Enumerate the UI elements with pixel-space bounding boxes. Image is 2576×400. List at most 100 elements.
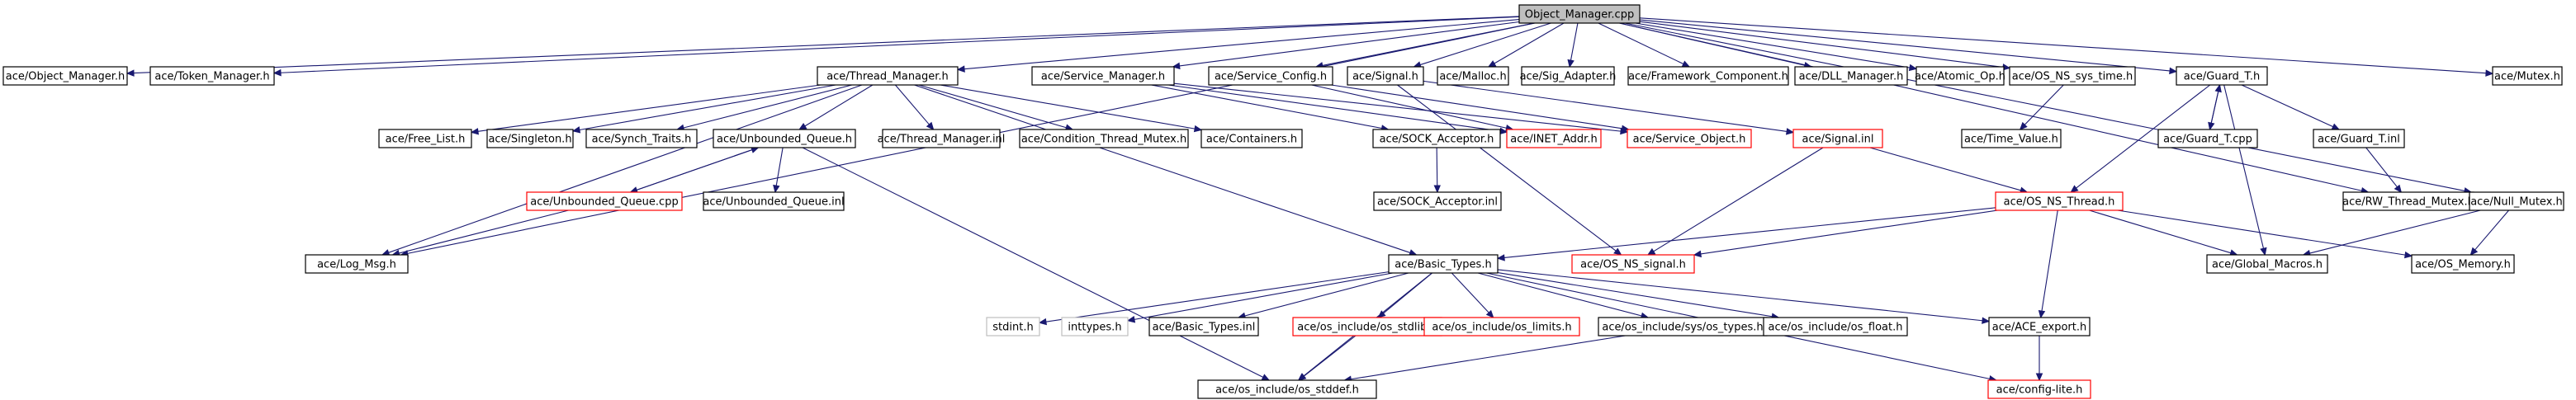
node-n23[interactable]: ace/INET_Addr.h [1506,129,1602,148]
node-n30[interactable]: ace/Unbounded_Queue.inl [703,191,845,211]
node-n21[interactable]: ace/Containers.h [1200,129,1303,148]
node-box [2157,129,2258,148]
node-n45[interactable]: ace/os_include/sys/os_types.h [1598,317,1768,336]
node-label: ace/Object_Manager.h [6,71,125,83]
node-n19[interactable]: ace/Thread_Manager.inl [878,129,1006,148]
edge-root-n9 [1598,22,1684,65]
node-box [1961,129,2062,148]
node-n33[interactable]: ace/RW_Thread_Mutex.h [2342,191,2474,211]
node-n38[interactable]: ace/Global_Macros.h [2206,254,2328,274]
node-label: ace/os_include/os_limits.h [1432,322,1571,334]
node-box [1347,66,1424,86]
node-n3[interactable]: ace/Thread_Manager.h [817,66,959,86]
node-n27[interactable]: ace/Guard_T.cpp [2157,129,2258,148]
node-label: ace/os_include/os_float.h [1768,322,1902,334]
edges-layer [125,16,2510,383]
edge-root-n6 [1419,22,1551,66]
node-n5[interactable]: ace/Service_Config.h [1208,66,1333,86]
edge-root-n13 [1639,19,2171,72]
node-n47[interactable]: ace/ACE_export.h [1988,317,2091,336]
node-box [2176,66,2268,86]
node-n18[interactable]: ace/Unbounded_Queue.h [713,129,856,148]
node-n24[interactable]: ace/Service_Object.h [1627,129,1752,148]
node-n10[interactable]: ace/DLL_Manager.h [1794,66,1908,86]
node-n14[interactable]: ace/Mutex.h [2492,66,2563,86]
node-box [1437,66,1509,86]
node-n17[interactable]: ace/Synch_Traits.h [585,129,698,148]
node-n39[interactable]: ace/OS_Memory.h [2411,254,2515,274]
node-n2[interactable]: ace/Token_Manager.h [149,66,275,86]
node-label: ace/Thread_Manager.h [826,71,949,83]
edge-arrowhead [1908,64,1918,72]
node-label: ace/Unbounded_Queue.inl [703,196,844,209]
node-label: ace/Containers.h [1206,134,1297,146]
node-label: ace/Service_Object.h [1633,134,1746,146]
node-box [305,254,409,274]
edge-n5-n23 [1311,84,1507,129]
node-label: ace/OS_NS_Thread.h [2004,196,2115,209]
node-box [2009,66,2136,86]
node-n34[interactable]: ace/Null_Mutex.h [2469,191,2564,211]
node-n26[interactable]: ace/Time_Value.h [1961,129,2062,148]
edge-arrowhead [1646,247,1656,256]
node-n20[interactable]: ace/Condition_Thread_Mutex.h [1019,129,1189,148]
node-n29[interactable]: ace/Unbounded_Queue.cpp [526,191,683,211]
edge-root-n34 [1624,22,2465,191]
edge-n3-n19 [894,84,930,125]
edge-root-n8 [1570,22,1579,61]
node-n22[interactable]: ace/SOCK_Acceptor.h [1372,129,1501,148]
node-box [1988,317,2091,336]
edge-arrowhead [470,128,479,135]
node-n1[interactable]: ace/Object_Manager.h [2,66,128,86]
node-n6[interactable]: ace/Signal.h [1347,66,1424,86]
node-n11[interactable]: ace/Atomic_Op.h [1915,66,2005,86]
node-box [1061,317,1129,336]
node-n13[interactable]: ace/Guard_T.h [2176,66,2268,86]
node-n32[interactable]: ace/OS_NS_Thread.h [1995,191,2124,211]
node-n48[interactable]: ace/os_include/os_stddef.h [1197,379,1377,399]
node-n9[interactable]: ace/Framework_Component.h [1627,66,1789,86]
node-n25[interactable]: ace/Signal.inl [1792,129,1883,148]
node-n12[interactable]: ace/OS_NS_sys_time.h [2009,66,2136,86]
node-n46[interactable]: ace/os_include/os_float.h [1763,317,1908,336]
edge-arrowhead [1496,254,1505,261]
node-n16[interactable]: ace/Singleton.h [486,129,574,148]
node-label: ace/Basic_Types.inl [1153,322,1256,334]
node-n36[interactable]: ace/Basic_Types.h [1388,254,1499,274]
node-n7[interactable]: ace/Malloc.h [1437,66,1509,86]
node-n44[interactable]: ace/os_include/os_limits.h [1423,317,1580,336]
edge-arrowhead [1982,317,1991,324]
node-n4[interactable]: ace/Service_Manager.h [1031,66,1175,86]
edge-arrowhead [1193,125,1203,133]
node-n43[interactable]: ace/os_include/os_stdlib.h [1292,317,1442,336]
node-n15[interactable]: ace/Free_List.h [378,129,472,148]
node-n8[interactable]: ace/Sig_Adapter.h [1520,66,1617,86]
node-label: ace/Time_Value.h [1964,134,2058,146]
node-box [986,317,1040,336]
node-box [1763,317,1908,336]
edge-n13-n38 [2223,84,2265,249]
node-n31[interactable]: ace/SOCK_Acceptor.inl [1373,191,1502,211]
edge-arrowhead [1485,309,1494,318]
node-box [1792,129,1883,148]
node-label: ace/Guard_T.cpp [2163,134,2252,146]
node-n42[interactable]: ace/Basic_Types.inl [1148,317,1259,336]
edge-n32-n36 [1503,207,1996,259]
node-label: ace/Global_Macros.h [2212,259,2323,271]
edge-arrowhead [1038,318,1048,326]
edge-arrowhead [926,121,935,130]
edge-n45-n48 [1351,335,1626,380]
node-box [2313,129,2405,148]
edge-n4-n22 [1151,84,1382,129]
node-box [1571,254,1695,274]
edge-n18-n30 [775,147,784,186]
node-n49[interactable]: ace/config-lite.h [1987,379,2091,399]
node-box [1995,191,2124,211]
node-n28[interactable]: ace/Guard_T.inl [2313,129,2405,148]
edge-arrowhead [1126,316,1136,323]
node-box [1372,129,1501,148]
node-n37[interactable]: ace/OS_NS_signal.h [1571,254,1695,274]
edge-root-n7 [1494,22,1565,64]
edge-n28-n33 [2365,147,2398,188]
node-n35[interactable]: ace/Log_Msg.h [305,254,409,274]
